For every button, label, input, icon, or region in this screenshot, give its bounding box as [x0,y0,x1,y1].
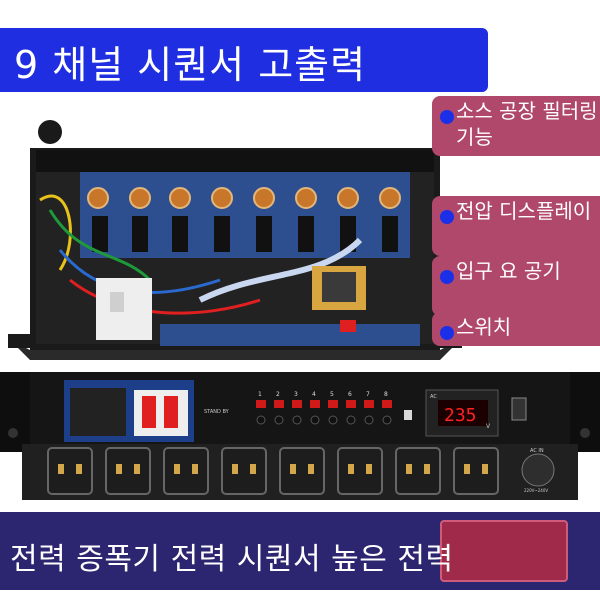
highlight-box [440,520,568,582]
feature-text: 스위치 [456,315,512,339]
feature-text: 소스 공장 필터링 기능 [456,99,598,149]
relay-boards [80,172,410,258]
feature-tag: 전압 디스플레이 [432,196,600,256]
feature-tag: 입구 요 공기 [432,256,600,316]
channel-number: 8 [384,391,388,398]
channel-number: 5 [330,391,334,398]
voltage-display: 235 [444,405,477,426]
channel-number: 2 [276,391,280,398]
front-panel-device [0,372,600,500]
channel-number: 1 [258,391,262,398]
feature-text: 전압 디스플레이 [456,199,592,223]
feature-tag: 소스 공장 필터링 기능 [432,96,600,156]
ac-label: AC [430,394,437,400]
ac-in-label: AC IN [530,448,544,454]
channel-number: 7 [366,391,370,398]
standby-label: STAND BY [204,409,230,415]
voltage-rating: 220V~240V [524,488,548,493]
bullet-icon [440,270,454,284]
bullet-icon [440,110,454,124]
channel-number: 6 [348,391,352,398]
bullet-icon [440,210,454,224]
feature-text: 입구 요 공기 [456,259,561,283]
channel-number: 4 [312,391,316,398]
wires [39,194,363,315]
bottom-caption: 전력 증폭기 전력 시퀀서 높은 전력 [10,542,454,577]
feature-tag: 스위치 [432,312,600,346]
voltage-unit: V [486,423,491,430]
open-chassis [8,120,462,360]
title-banner: 9 채널 시퀀서 고출력 [0,28,488,92]
bullet-icon [440,326,454,340]
page-title: 9 채널 시퀀서 고출력 [14,43,367,87]
channel-number: 3 [294,391,298,398]
